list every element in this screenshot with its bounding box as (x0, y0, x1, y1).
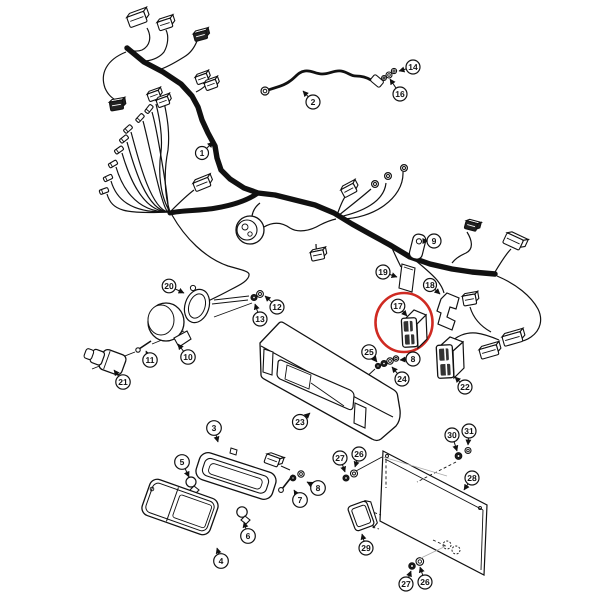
svg-text:24: 24 (397, 374, 407, 384)
svg-text:26: 26 (420, 577, 430, 587)
svg-text:22: 22 (460, 382, 470, 392)
svg-text:27: 27 (401, 579, 411, 589)
svg-text:28: 28 (467, 473, 477, 483)
svg-text:25: 25 (364, 347, 374, 357)
svg-text:9: 9 (432, 236, 437, 246)
svg-text:12: 12 (272, 302, 282, 312)
svg-text:2: 2 (311, 97, 316, 107)
svg-text:6: 6 (246, 531, 251, 541)
svg-text:31: 31 (464, 426, 474, 436)
svg-text:27: 27 (335, 453, 345, 463)
svg-text:11: 11 (146, 355, 155, 365)
svg-text:4: 4 (219, 556, 224, 566)
svg-text:7: 7 (298, 495, 303, 505)
svg-text:16: 16 (395, 89, 405, 99)
svg-text:19: 19 (378, 267, 388, 277)
svg-text:21: 21 (118, 377, 128, 387)
svg-text:14: 14 (408, 62, 418, 72)
svg-text:30: 30 (447, 430, 457, 440)
svg-text:29: 29 (361, 543, 371, 553)
svg-text:26: 26 (354, 449, 364, 459)
svg-text:17: 17 (393, 301, 403, 311)
svg-text:5: 5 (180, 457, 185, 467)
svg-text:10: 10 (183, 352, 193, 362)
svg-text:3: 3 (212, 423, 217, 433)
svg-text:20: 20 (164, 281, 174, 291)
svg-text:23: 23 (295, 417, 305, 427)
svg-text:8: 8 (411, 354, 416, 364)
svg-text:1: 1 (200, 148, 205, 158)
svg-text:8: 8 (316, 483, 321, 493)
svg-text:13: 13 (255, 314, 265, 324)
svg-text:18: 18 (425, 280, 435, 290)
